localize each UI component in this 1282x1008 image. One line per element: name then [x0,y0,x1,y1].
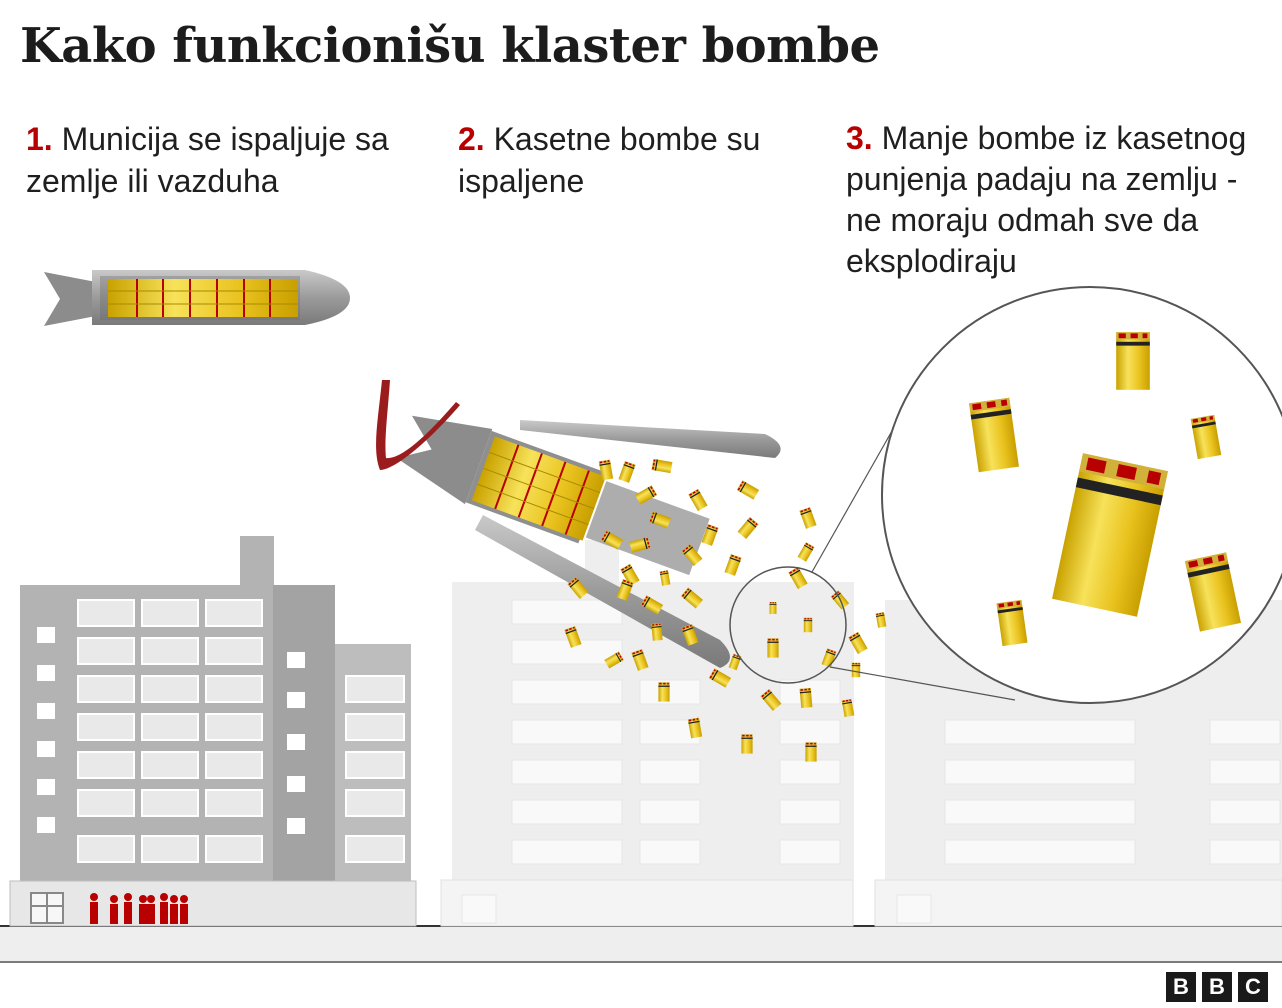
step-text: Manje bombe iz kasetnog punjenja padaju … [846,120,1247,279]
cluster-bomb-icon [44,270,350,326]
page-title: Kako funkcionišu klaster bombe [20,18,880,74]
logo-letter: B [1166,972,1196,1002]
step-number: 3. [846,120,873,156]
step-2-caption: 2. Kasetne bombe su ispaljene [458,118,838,202]
step-text: Kasetne bombe su ispaljene [458,121,761,199]
bbc-logo: B B C [1166,972,1268,1002]
magnifier-circle [729,286,1282,704]
step-3-caption: 3. Manje bombe iz kasetnog punjenja pada… [846,118,1276,282]
ground [0,925,1282,963]
people-icon [90,893,188,924]
logo-letter: C [1238,972,1268,1002]
step-text: Municija se ispaljuje sa zemlje ili vazd… [26,121,389,199]
building-icon [9,536,417,927]
opening-bomb-icon [376,380,781,668]
step-number: 1. [26,121,53,157]
step-number: 2. [458,121,485,157]
logo-letter: B [1202,972,1232,1002]
step-1-caption: 1. Municija se ispaljuje sa zemlje ili v… [26,118,426,202]
